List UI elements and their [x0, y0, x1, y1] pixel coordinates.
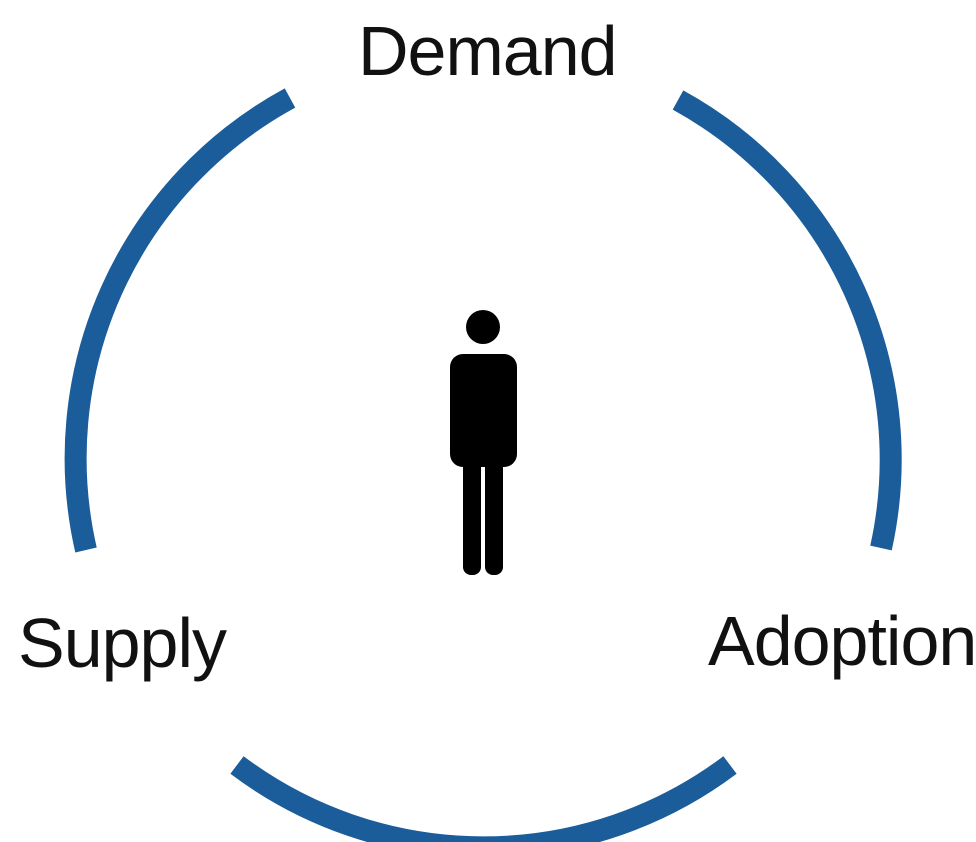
person-icon	[450, 310, 517, 575]
node-label-adoption: Adoption	[708, 602, 976, 680]
node-label-demand: Demand	[358, 12, 618, 90]
arc-supply-to-demand	[64, 88, 296, 553]
node-label-supply: Supply	[18, 604, 227, 682]
arc-adoption-to-supply	[230, 756, 737, 842]
arc-demand-to-adoption	[672, 90, 902, 551]
